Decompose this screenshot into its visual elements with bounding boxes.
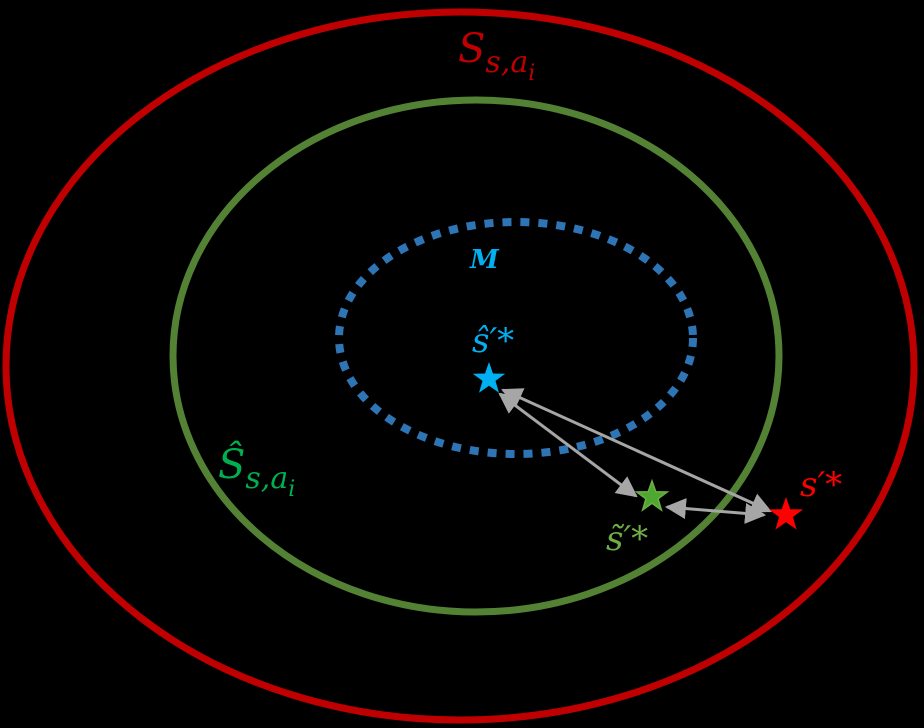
arrow-approx-to-true (664, 498, 767, 524)
inner-set-label: Ŝs,ai (218, 441, 295, 502)
outer-set-label: Ss,ai (458, 26, 535, 86)
model-state-star-icon (472, 362, 506, 393)
approx-state-label: s̃′* (606, 519, 648, 559)
manifold-ellipse (335, 218, 697, 458)
true-state-label: s′* (800, 465, 842, 505)
inner-set-ellipse (169, 96, 783, 616)
outer-set-ellipse (2, 8, 918, 724)
manifold-label: M (469, 245, 500, 275)
model-state-label: ŝ′* (472, 321, 514, 361)
true-state-star-icon (768, 497, 804, 530)
arrow-model-to-approx (498, 392, 638, 498)
approx-state-star-icon (634, 478, 670, 512)
